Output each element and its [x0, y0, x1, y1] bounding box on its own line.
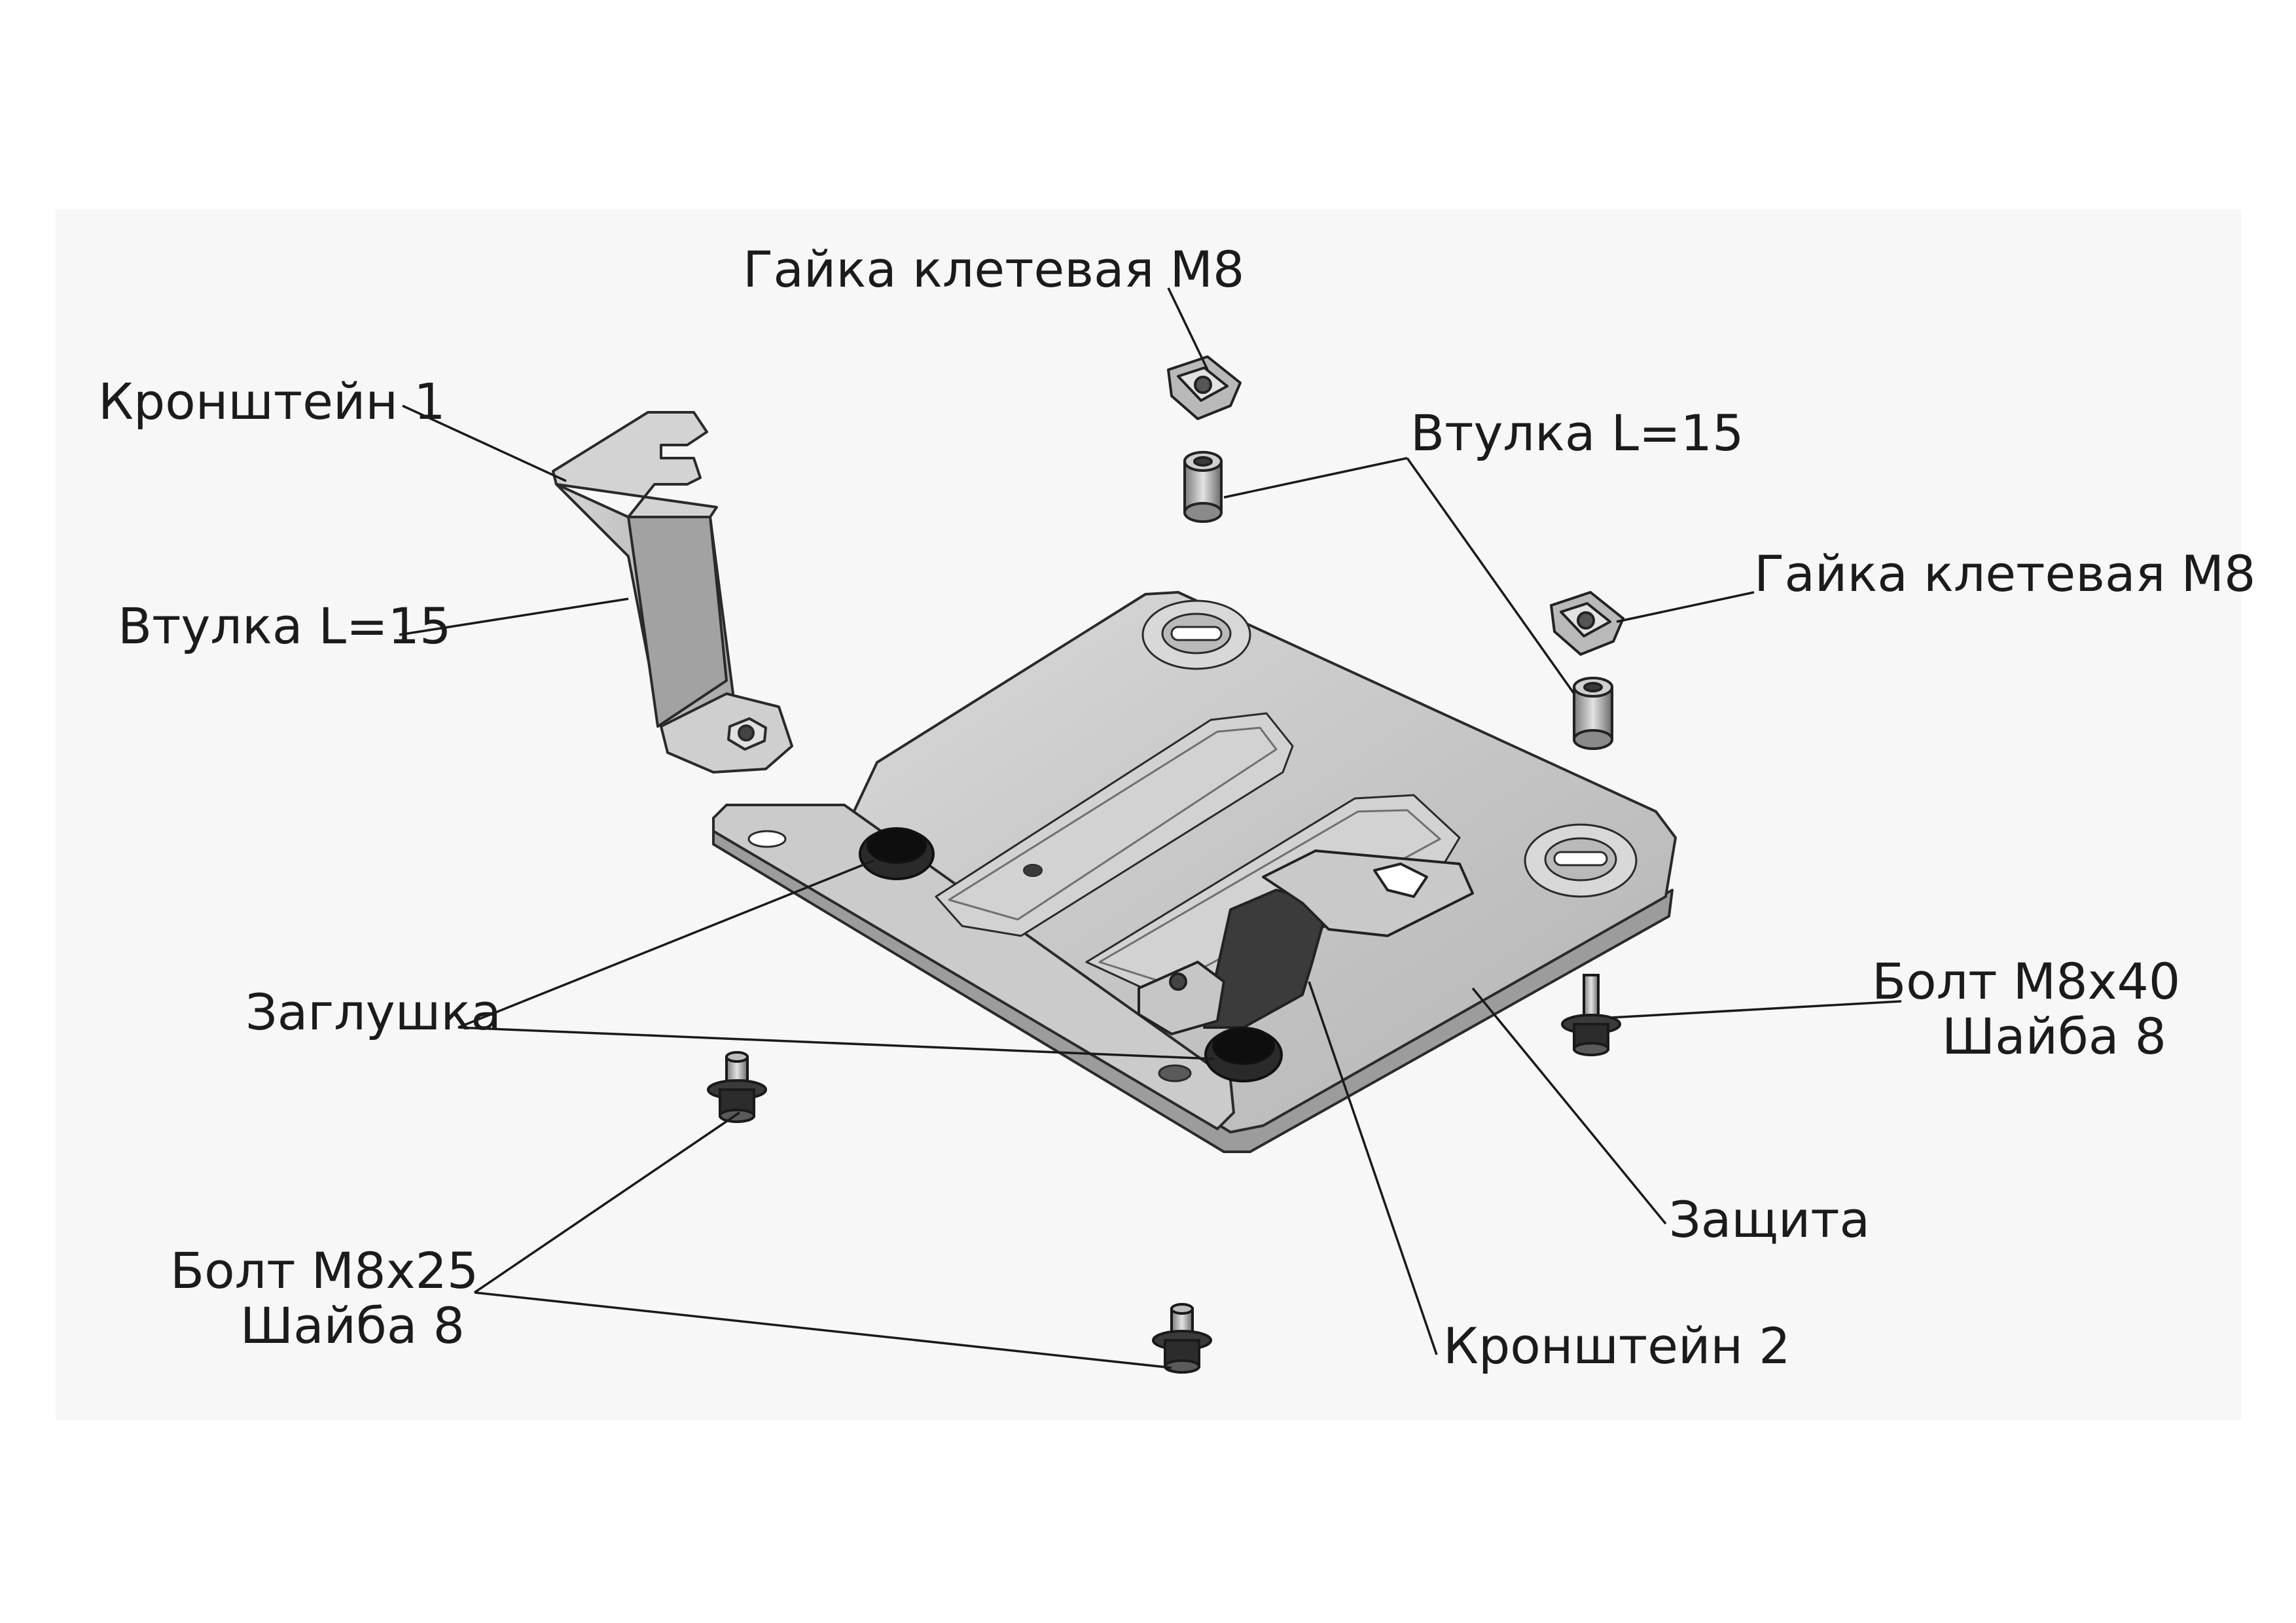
bracket-1 [552, 411, 793, 774]
label-protection: Защита [1669, 1190, 1871, 1249]
label-washer-right: Шайба 8 [1941, 1007, 2166, 1065]
plug-1 [859, 827, 935, 880]
label-sleeve-left: Втулка L=15 [118, 597, 452, 655]
bracket-2 [1138, 849, 1474, 1035]
protection-plate [712, 591, 1677, 1153]
plug-2 [1204, 1027, 1283, 1082]
label-sleeve-right: Втулка L=15 [1410, 404, 1744, 462]
sleeve-right [1573, 677, 1613, 750]
label-bracket-1: Кронштейн 1 [98, 372, 446, 431]
label-bracket-2: Кронштейн 2 [1443, 1317, 1791, 1375]
sleeve-top [1183, 451, 1223, 523]
leader-lines [399, 287, 1902, 1369]
cage-nut-top [1167, 355, 1242, 420]
label-cage-nut-top: Гайка клетевая М8 [743, 240, 1245, 298]
cage-nut-right [1550, 591, 1624, 656]
bolt-m8x40 [1561, 974, 1621, 1056]
label-plug: Заглушка [245, 983, 501, 1041]
label-cage-nut-right: Гайка клетевая М8 [1754, 544, 2256, 603]
label-washer-left: Шайба 8 [240, 1296, 465, 1355]
bolt-m8x25-left [707, 1051, 767, 1123]
label-bolt-m8x25: Болт М8х25 [170, 1241, 479, 1300]
label-bolt-m8x40: Болт М8х40 [1872, 952, 2181, 1010]
bolt-m8x25-bottom [1152, 1303, 1212, 1374]
label-bolt-m8x25-group: Болт М8х25 Шайба 8 [170, 1241, 479, 1355]
label-bolt-m8x40-group: Болт М8х40 Шайба 8 [1872, 952, 2181, 1065]
